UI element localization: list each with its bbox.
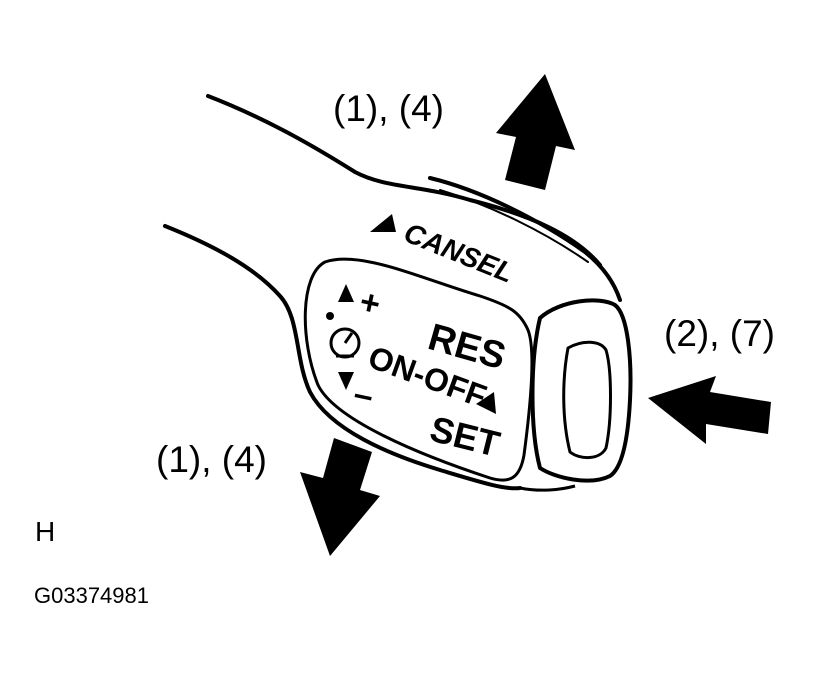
control-face-outline <box>303 257 534 482</box>
left-arrow-icon <box>648 376 771 444</box>
cruise-speedometer-icon <box>329 327 361 359</box>
callout-top: (1), (4) <box>333 88 444 129</box>
callout-right: (2), (7) <box>664 313 775 354</box>
dot-icon <box>326 312 334 320</box>
end-cap-collar <box>519 484 576 492</box>
corner-mark: H <box>35 516 55 547</box>
increase-triangle-icon <box>338 284 354 302</box>
lever-end-cap <box>519 298 633 492</box>
set-arrow-icon <box>476 392 496 414</box>
control-face <box>303 257 534 482</box>
up-arrow-icon <box>496 74 575 190</box>
down-arrow-icon <box>300 438 380 556</box>
head-ridge <box>439 189 589 263</box>
direction-arrows <box>300 74 771 556</box>
lever-stalk <box>163 94 622 491</box>
end-cap-inner <box>562 340 612 459</box>
callout-bottom: (1), (4) <box>156 439 267 480</box>
stalk-lower-edge <box>163 224 522 491</box>
decrease-triangle-icon <box>338 372 354 390</box>
cancel-arrow-icon <box>370 214 396 232</box>
figure-id: G03374981 <box>34 583 149 608</box>
end-cap-outer <box>530 298 633 483</box>
head-top-edge <box>428 176 622 302</box>
